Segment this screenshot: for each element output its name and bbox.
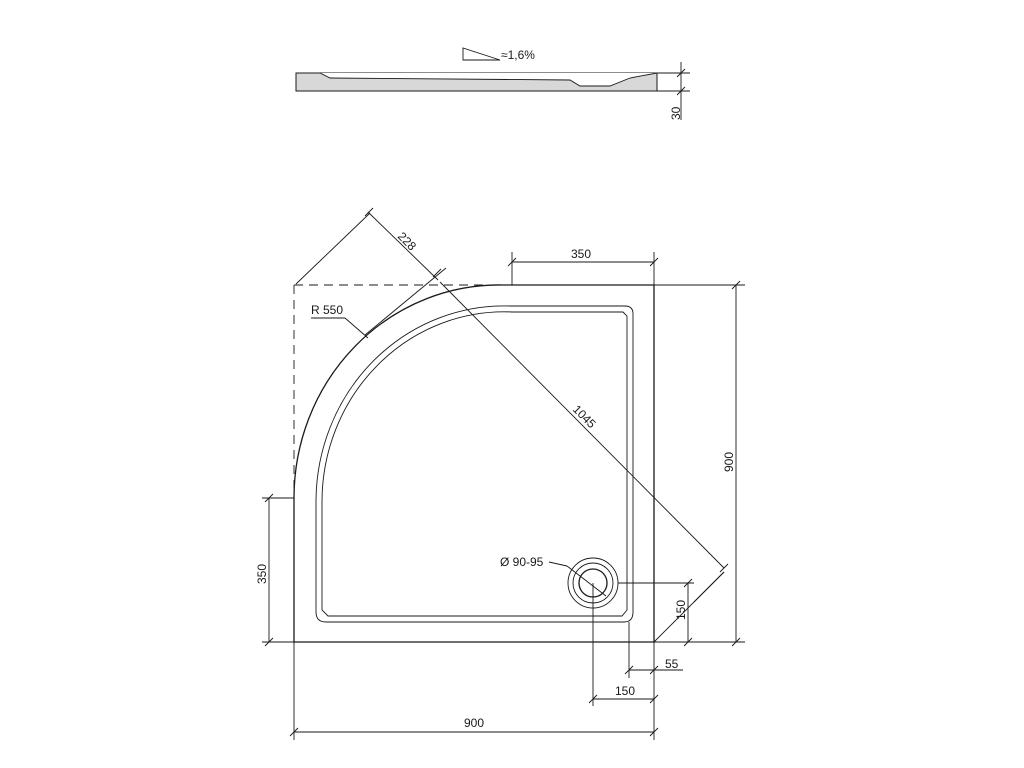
- height-label: 30: [669, 106, 683, 120]
- top-straight-label: 350: [571, 247, 591, 261]
- corner-diagonal-label: 228: [395, 229, 419, 253]
- drain-leader-2: [566, 565, 607, 597]
- drain-edge-label: 55: [665, 657, 679, 671]
- right-height-label: 900: [722, 452, 736, 472]
- diagonal-ext-2: [693, 571, 725, 603]
- drain-label: Ø 90-95: [500, 555, 544, 569]
- bottom-width-label: 900: [464, 716, 484, 730]
- corner-diag-ext: [295, 212, 371, 285]
- radius-label: R 550: [311, 303, 343, 317]
- tray-basin-inner: [321, 311, 628, 617]
- radius-leader: [344, 317, 369, 339]
- corner-diag-dim: [367, 211, 439, 281]
- diagonal-dim: [439, 281, 725, 569]
- left-straight-label: 350: [255, 564, 269, 584]
- tray-outline: [293, 284, 655, 643]
- plan-view: Ø 90-95 228 R 550 350 1045 900: [255, 207, 745, 740]
- slope-label: ≈1,6%: [501, 48, 535, 62]
- side-view: ≈1,6% 30: [295, 47, 690, 120]
- drain-leader: [548, 561, 568, 567]
- radius-line: [364, 267, 447, 336]
- tray-basin: [315, 305, 634, 623]
- drain-offset-y-label: 150: [674, 600, 688, 620]
- slope-triangle-icon: [462, 47, 501, 61]
- drain-offset-x-label: 150: [615, 684, 635, 698]
- tray-top-surface: [296, 72, 658, 87]
